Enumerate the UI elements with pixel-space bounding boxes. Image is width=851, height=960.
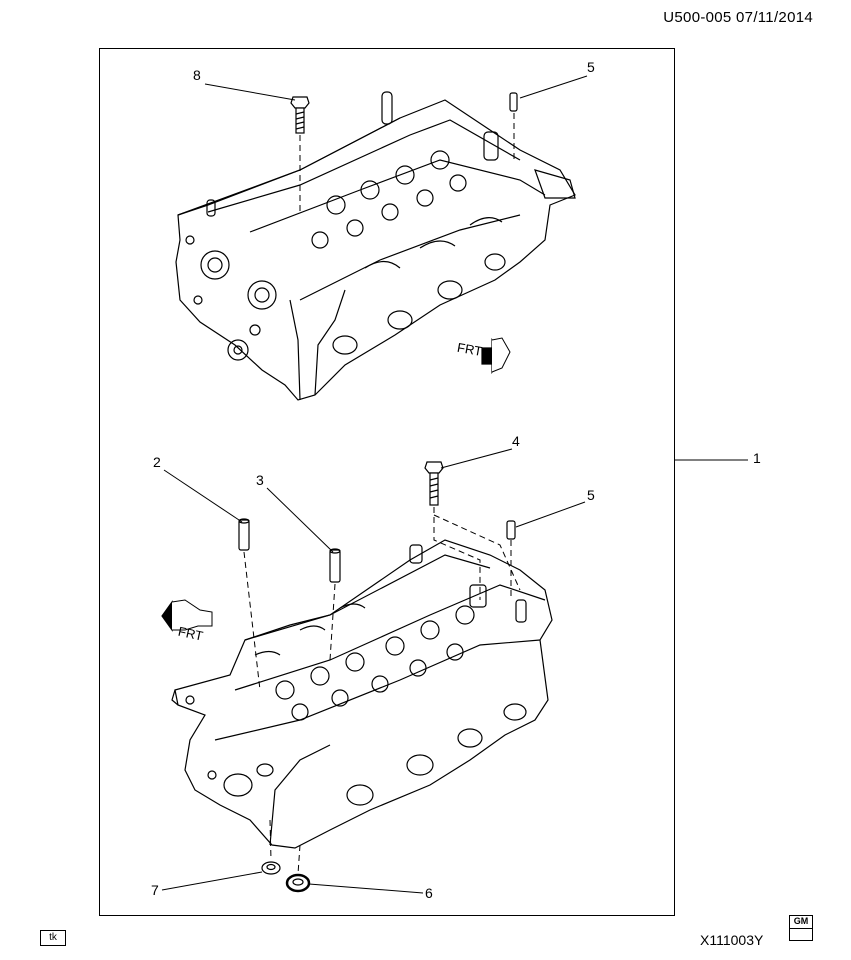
leader-lines xyxy=(161,75,748,894)
document-code: U500-005 07/11/2014 xyxy=(663,9,813,26)
callout-2: 2 xyxy=(153,454,161,470)
callout-8: 8 xyxy=(193,67,201,83)
dowel-5-upper xyxy=(509,92,518,112)
washer-7 xyxy=(261,861,281,875)
lower-cylinder-head xyxy=(171,539,553,849)
gm-logo-icon: GM xyxy=(789,915,813,941)
upper-frt-label: FRT xyxy=(456,340,483,359)
alignment-lines xyxy=(243,113,521,875)
callout-3: 3 xyxy=(256,472,264,488)
dowel-5-lower xyxy=(506,520,516,540)
sleeve-2 xyxy=(238,518,250,551)
illustration-frame xyxy=(99,48,675,916)
tk-tag: tk xyxy=(40,930,66,946)
callout-5-lower: 5 xyxy=(587,487,595,503)
bolt-4 xyxy=(424,461,444,506)
callout-5-upper: 5 xyxy=(587,59,595,75)
callout-7: 7 xyxy=(151,882,159,898)
figure-id: X111003Y xyxy=(700,932,764,948)
sleeve-3 xyxy=(329,548,341,583)
lower-frt-label: FRT xyxy=(177,624,205,644)
callout-1: 1 xyxy=(753,450,761,466)
upper-cylinder-head xyxy=(175,91,576,401)
bolt-8 xyxy=(290,96,310,134)
callout-6: 6 xyxy=(425,885,433,901)
seal-6 xyxy=(285,873,311,893)
callout-4: 4 xyxy=(512,433,520,449)
